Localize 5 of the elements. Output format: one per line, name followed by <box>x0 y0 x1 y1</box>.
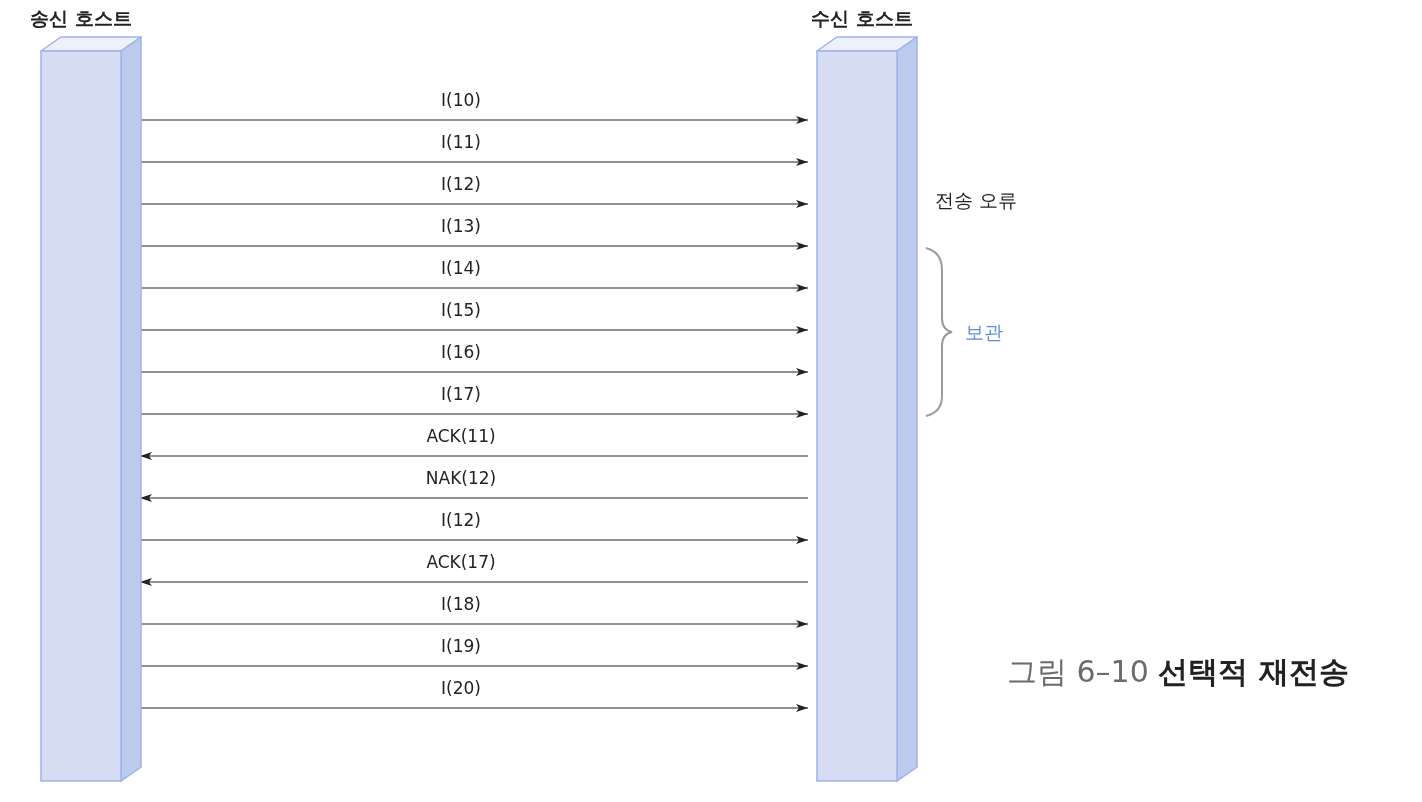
brace-label: 보관 <box>965 320 1003 345</box>
note-label: 전송 오류 <box>935 188 1018 213</box>
figure-caption: 그림 6–10 선택적 재전송 <box>1007 653 1349 691</box>
host-heading: 수신 호스트 <box>811 6 913 31</box>
host-heading: 송신 호스트 <box>30 6 132 31</box>
